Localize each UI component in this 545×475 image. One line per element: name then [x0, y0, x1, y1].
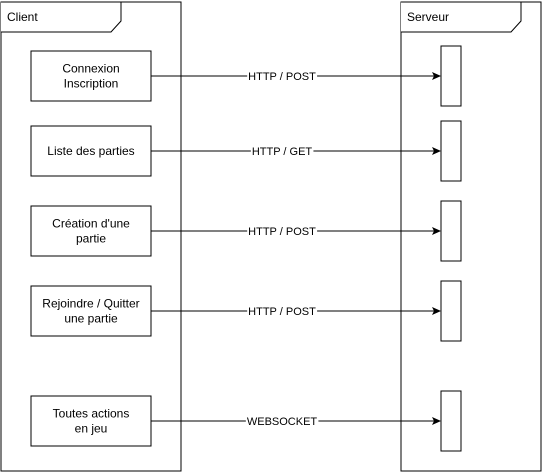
protocol-label: HTTP / GET: [252, 146, 313, 158]
server-activation-box: [440, 390, 462, 452]
protocol-label: HTTP / POST: [248, 306, 316, 318]
client-action-box: [30, 395, 152, 447]
client-title: Client: [7, 10, 38, 24]
client-action-label: Liste des parties: [47, 144, 134, 158]
server-frame: Serveur: [400, 1, 542, 472]
client-action-label: Création d'une: [52, 217, 130, 231]
client-action-label: une partie: [64, 312, 118, 326]
client-action-label: Inscription: [64, 77, 119, 91]
client-action-label: Connexion: [62, 62, 119, 76]
protocol-label-background: [250, 146, 314, 158]
protocol-label-background: [245, 416, 319, 428]
client-action-box: [30, 125, 152, 177]
action-row: Liste des parties HTTP / GET: [30, 120, 462, 182]
protocol-label-background: [247, 226, 318, 238]
client-action-box: [30, 285, 152, 337]
client-action-label: en jeu: [75, 422, 108, 436]
protocol-label-background: [247, 306, 318, 318]
server-activation-box: [440, 280, 462, 342]
client-action-label: Toutes actions: [53, 407, 130, 421]
client-action-label: Rejoindre / Quitter: [42, 297, 139, 311]
protocol-label: HTTP / POST: [248, 226, 316, 238]
protocol-label: HTTP / POST: [248, 71, 316, 83]
protocol-label: WEBSOCKET: [247, 416, 318, 428]
server-activation-box: [440, 200, 462, 262]
client-action-label: partie: [76, 232, 106, 246]
server-activation-box: [440, 120, 462, 182]
client-action-box: [30, 205, 152, 257]
protocol-label-background: [247, 71, 318, 83]
server-activation-box: [440, 45, 462, 107]
server-title: Serveur: [407, 10, 449, 24]
client-action-box: [30, 50, 152, 102]
